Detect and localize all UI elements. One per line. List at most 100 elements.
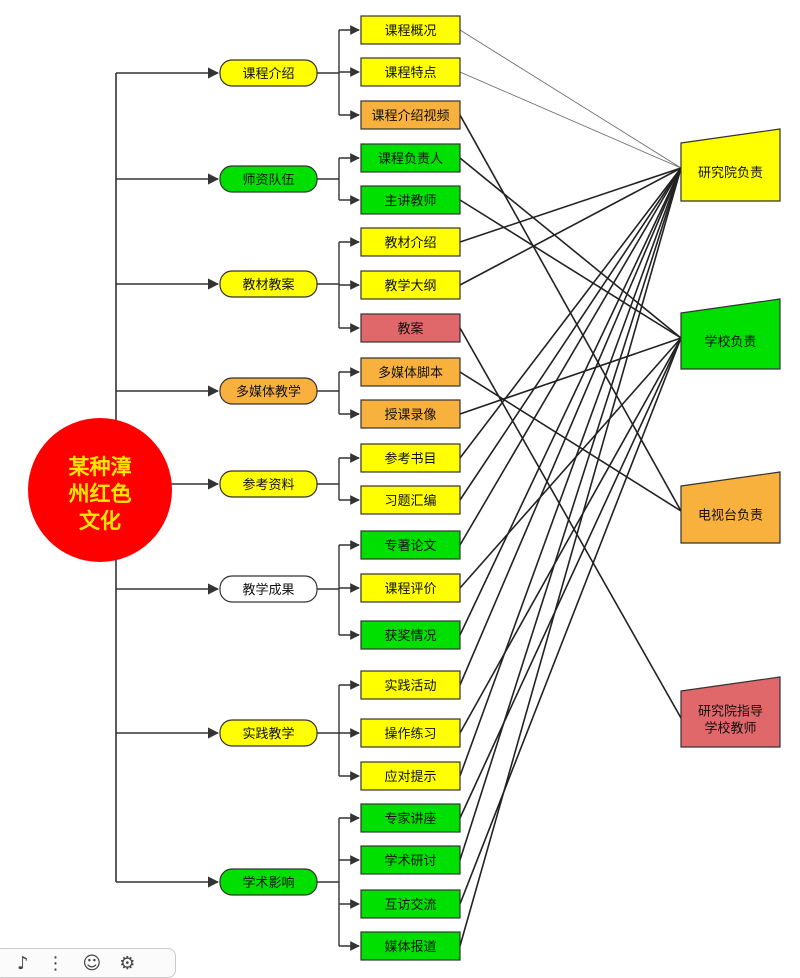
item-box (360, 143, 461, 173)
item-box (360, 185, 461, 215)
item-node: 授课录像 (360, 399, 461, 429)
item-node: 应对提示 (360, 761, 461, 791)
category-label: 教材教案 (242, 277, 294, 293)
item-label: 实践活动 (384, 679, 436, 694)
item-label: 多媒体脚本 (378, 365, 443, 381)
item-node: 多媒体脚本 (360, 357, 461, 387)
mapping-edge (459, 337, 682, 415)
root-label: 文化 (79, 508, 121, 533)
item-box (360, 718, 461, 748)
item-node: 课程负责人 (360, 143, 461, 173)
item-box (360, 530, 461, 560)
item-box (360, 670, 461, 700)
item-label: 课程概况 (384, 24, 436, 39)
category-label: 课程介绍 (242, 67, 294, 82)
item-box (360, 761, 461, 791)
owner-label: 学校负责 (704, 334, 756, 350)
category-node: 课程介绍 (219, 59, 318, 87)
item-box (360, 573, 461, 603)
category-label: 多媒体教学 (236, 384, 301, 400)
owner-label: 学校教师 (704, 721, 756, 737)
item-box (360, 889, 461, 919)
item-label: 教学大纲 (384, 278, 436, 294)
item-node: 操作练习 (360, 718, 461, 748)
item-label: 授课录像 (384, 408, 436, 423)
item-label: 习题汇编 (384, 494, 436, 509)
item-box (360, 399, 461, 429)
mapping-edge (459, 167, 682, 501)
item-node: 教材介绍 (360, 227, 461, 257)
category-box (219, 270, 318, 298)
category-box (219, 470, 318, 498)
settings-icon[interactable]: ⚙ (119, 952, 136, 974)
owner-node: 研究院负责 (680, 128, 781, 202)
item-box (360, 803, 461, 833)
item-node: 实践活动 (360, 670, 461, 700)
item-node: 学术研讨 (360, 845, 461, 875)
owner-label: 电视台负责 (698, 509, 763, 524)
category-node: 参考资料 (219, 470, 318, 498)
owner-box (680, 298, 781, 370)
audio-icon[interactable]: ♪ (17, 952, 29, 974)
item-label: 课程特点 (384, 66, 436, 81)
category-box (219, 165, 318, 193)
mapping-edge (459, 337, 682, 589)
item-box (360, 845, 461, 875)
category-label: 学术影响 (242, 875, 294, 891)
category-node: 实践教学 (219, 719, 318, 747)
category-label: 参考资料 (242, 477, 294, 493)
item-label: 教案 (397, 321, 423, 337)
category-node: 教材教案 (219, 270, 318, 298)
item-node: 互访交流 (360, 889, 461, 919)
tree-branches (115, 25, 360, 951)
item-label: 参考书目 (384, 451, 436, 467)
mapping-edge (459, 167, 682, 947)
item-label: 互访交流 (384, 897, 436, 913)
item-box (360, 485, 461, 515)
mapping-edge (459, 29, 682, 169)
item-node: 教学大纲 (360, 270, 461, 300)
owner-box (680, 676, 781, 748)
item-box (360, 443, 461, 473)
root-circle (28, 418, 172, 562)
item-node: 习题汇编 (360, 485, 461, 515)
item-box (360, 313, 461, 343)
item-label: 专著论文 (384, 539, 436, 554)
category-label: 教学成果 (242, 582, 294, 598)
mapping-edge (459, 167, 682, 546)
connector-lines (459, 29, 682, 947)
item-box (360, 227, 461, 257)
category-label: 师资队伍 (242, 173, 294, 188)
mapping-edge (459, 167, 682, 686)
mapping-edge (459, 167, 682, 861)
mapping-edge (459, 327, 682, 719)
more-icon[interactable]: ⋮ (46, 952, 65, 974)
root-label: 某种漳 (69, 454, 132, 479)
mapping-edge (459, 157, 682, 339)
mapping-edge (459, 337, 682, 905)
category-box (219, 719, 318, 747)
item-node: 媒体报道 (360, 931, 461, 961)
item-label: 专家讲座 (384, 811, 436, 827)
category-node: 多媒体教学 (219, 377, 318, 405)
item-label: 课程评价 (384, 582, 436, 597)
item-label: 获奖情况 (384, 629, 436, 644)
item-box (360, 620, 461, 650)
item-label: 操作练习 (384, 726, 436, 742)
mapping-edge (459, 337, 682, 819)
nodes: 某种漳州红色文化课程介绍课程概况课程特点课程介绍视频师资队伍课程负责人主讲教师教… (28, 15, 781, 961)
item-label: 课程介绍视频 (371, 109, 449, 124)
item-node: 教案 (360, 313, 461, 343)
emoji-icon[interactable]: ☺ (82, 952, 102, 974)
owner-box (680, 128, 781, 202)
item-label: 应对提示 (384, 769, 436, 785)
mapping-edge (459, 337, 682, 734)
category-label: 实践教学 (242, 726, 294, 742)
item-box (360, 270, 461, 300)
item-label: 媒体报道 (384, 940, 436, 955)
bottom-toolbar: ♪ ⋮ ☺ ⚙ (0, 948, 176, 978)
owner-label: 研究院指导 (698, 705, 763, 720)
